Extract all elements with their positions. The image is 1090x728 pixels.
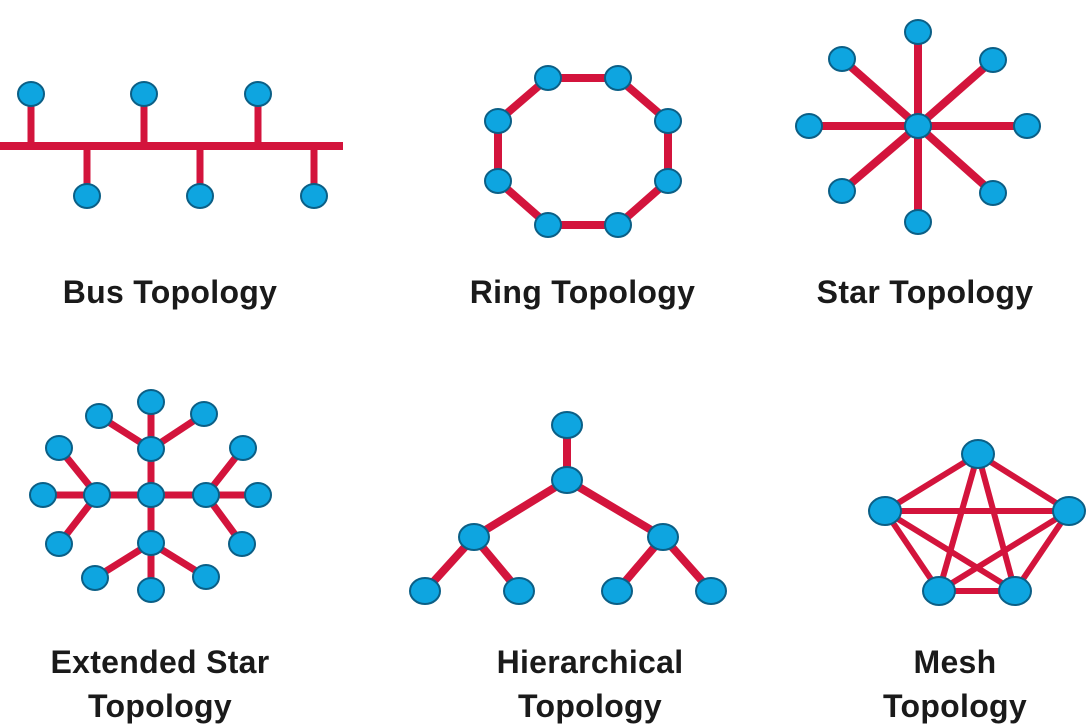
network-node	[458, 523, 490, 551]
network-link	[915, 56, 996, 130]
network-node	[190, 401, 218, 427]
hierarchical-topology	[409, 411, 727, 605]
network-node	[73, 183, 101, 209]
ring-topology	[484, 65, 682, 238]
network-node	[695, 577, 727, 605]
network-node	[244, 81, 272, 107]
mesh-topology	[868, 439, 1086, 606]
network-node	[904, 113, 932, 139]
network-node	[654, 168, 682, 194]
network-node	[192, 482, 220, 508]
star-topology-label: Star Topology	[780, 270, 1070, 314]
network-node	[601, 577, 633, 605]
hierarchical-label-line1: Hierarchical	[496, 644, 684, 680]
network-node	[647, 523, 679, 551]
network-link	[975, 453, 1018, 592]
star-topology-label-text: Star Topology	[816, 274, 1034, 310]
ring-topology-label: Ring Topology	[410, 270, 755, 314]
extended-star-label-line2: Topology	[88, 688, 232, 724]
network-node	[551, 411, 583, 439]
network-node	[409, 577, 441, 605]
extended-star-label-line1: Extended Star	[50, 644, 270, 680]
network-node	[998, 576, 1032, 606]
network-node	[81, 565, 109, 591]
network-link	[471, 476, 570, 541]
network-link	[915, 123, 996, 196]
network-node	[45, 531, 73, 557]
hierarchical-topology-label: Hierarchical Topology	[430, 640, 750, 728]
network-node	[1013, 113, 1041, 139]
network-node	[979, 47, 1007, 73]
network-link	[564, 476, 666, 541]
network-node	[922, 576, 956, 606]
network-node	[137, 436, 165, 462]
network-node	[828, 178, 856, 204]
network-link	[936, 453, 981, 592]
network-node	[961, 439, 995, 469]
bus-topology-label-text: Bus Topology	[62, 274, 278, 310]
ring-topology-label-text: Ring Topology	[469, 274, 696, 310]
network-link	[883, 451, 980, 514]
network-link	[883, 508, 1017, 594]
network-node	[244, 482, 272, 508]
network-node	[534, 65, 562, 91]
network-node	[17, 81, 45, 107]
network-node	[300, 183, 328, 209]
network-link	[839, 55, 921, 130]
network-node	[904, 209, 932, 235]
network-link	[937, 508, 1071, 594]
network-node	[795, 113, 823, 139]
network-link	[1012, 509, 1072, 593]
mesh-label-line1: Mesh	[913, 644, 997, 680]
bus-topology	[0, 81, 343, 209]
network-node	[192, 564, 220, 590]
network-node	[503, 577, 535, 605]
network-node	[1052, 496, 1086, 526]
network-node	[868, 496, 902, 526]
network-node	[137, 530, 165, 556]
network-node	[85, 403, 113, 429]
bus-topology-label: Bus Topology	[0, 270, 340, 314]
mesh-label-line2: Topology	[883, 688, 1027, 724]
network-node	[228, 531, 256, 557]
extended-star-topology	[29, 389, 272, 603]
network-node	[979, 180, 1007, 206]
network-node	[137, 389, 165, 415]
network-node	[484, 168, 512, 194]
mesh-topology-label: Mesh Topology	[830, 640, 1080, 728]
network-node	[137, 482, 165, 508]
network-node	[828, 46, 856, 72]
network-node	[45, 435, 73, 461]
network-node	[137, 577, 165, 603]
network-node	[29, 482, 57, 508]
network-node	[654, 108, 682, 134]
network-node	[484, 108, 512, 134]
network-link	[882, 509, 942, 593]
network-node	[534, 212, 562, 238]
network-node	[551, 466, 583, 494]
star-topology	[795, 19, 1041, 235]
extended-star-topology-label: Extended Star Topology	[0, 640, 320, 728]
network-node	[229, 435, 257, 461]
network-node	[186, 183, 214, 209]
network-link	[839, 122, 921, 195]
network-node	[83, 482, 111, 508]
network-node	[904, 19, 932, 45]
network-node	[604, 212, 632, 238]
network-node	[604, 65, 632, 91]
hierarchical-label-line2: Topology	[518, 688, 662, 724]
network-node	[130, 81, 158, 107]
network-link	[976, 451, 1071, 514]
